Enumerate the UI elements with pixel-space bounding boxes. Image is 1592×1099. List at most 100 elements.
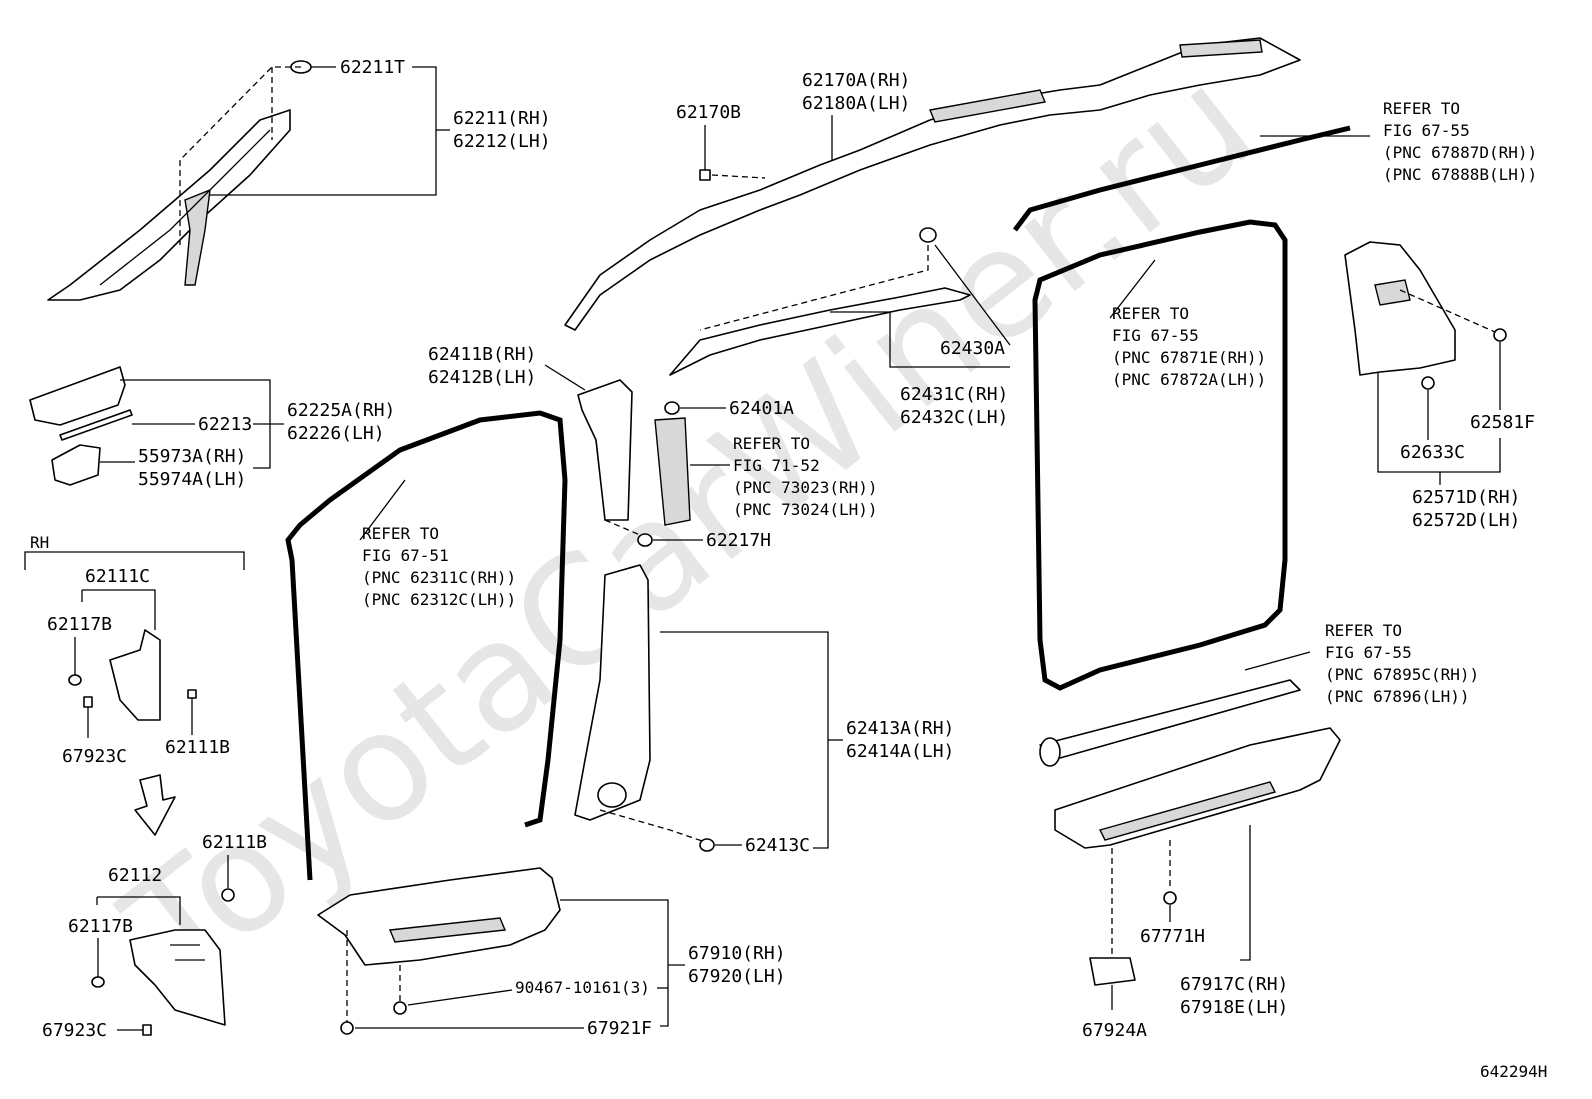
label-62213[interactable]: 62213 bbox=[198, 414, 252, 435]
svg-text:(PNC 73023(RH)): (PNC 73023(RH)) bbox=[733, 478, 878, 497]
label-62211t[interactable]: 62211T bbox=[340, 57, 405, 78]
label-62170a-rh[interactable]: 62170A(RH) bbox=[802, 70, 910, 91]
svg-text:FIG 67-51: FIG 67-51 bbox=[362, 546, 449, 565]
diagram-code: 642294H bbox=[1480, 1062, 1547, 1081]
label-62432c-lh[interactable]: 62432C(LH) bbox=[900, 407, 1008, 428]
svg-text:FIG 67-55: FIG 67-55 bbox=[1383, 121, 1470, 140]
rear-door-weatherstrip bbox=[1032, 219, 1288, 691]
label-67918e-lh[interactable]: 67918E(LH) bbox=[1180, 997, 1288, 1018]
clip-62413c-icon bbox=[699, 838, 715, 852]
label-67921f[interactable]: 67921F bbox=[587, 1018, 652, 1039]
label-67771h[interactable]: 67771H bbox=[1140, 926, 1205, 947]
clip-67921f-icon bbox=[340, 1021, 354, 1035]
center-pillar-upper-illustration bbox=[577, 379, 691, 526]
svg-text:REFER TO: REFER TO bbox=[1325, 621, 1402, 640]
svg-text:(PNC 73024(LH)): (PNC 73024(LH)) bbox=[733, 500, 878, 519]
svg-text:FIG 67-55: FIG 67-55 bbox=[1325, 643, 1412, 662]
label-62211-rh[interactable]: 62211(RH) bbox=[453, 108, 551, 129]
clip-62117b-lower-icon bbox=[91, 976, 105, 988]
a-pillar-garnish-illustration bbox=[47, 109, 291, 301]
ref-fig-71-52[interactable]: REFER TO FIG 71-52 (PNC 73023(RH)) (PNC … bbox=[733, 434, 878, 519]
rear-weatherstrip-lower-illustration bbox=[1039, 679, 1301, 767]
label-55974a-lh[interactable]: 55974A(LH) bbox=[138, 469, 246, 490]
label-55973a-rh[interactable]: 55973A(RH) bbox=[138, 446, 246, 467]
label-62117b-lower[interactable]: 62117B bbox=[68, 916, 133, 937]
ref-fig-67-55-bottom[interactable]: REFER TO FIG 67-55 (PNC 67895C(RH)) (PNC… bbox=[1325, 621, 1479, 706]
kick-panel-62111c-illustration bbox=[109, 629, 161, 721]
label-62412b-lh[interactable]: 62412B(LH) bbox=[428, 367, 536, 388]
clip-90467-icon bbox=[393, 1001, 407, 1015]
clip-67923c-lower-icon bbox=[142, 1024, 152, 1036]
label-62111b-upper[interactable]: 62111B bbox=[165, 737, 230, 758]
svg-text:REFER TO: REFER TO bbox=[733, 434, 810, 453]
kick-panel-62112-illustration bbox=[129, 929, 226, 1026]
label-62572d-lh[interactable]: 62572D(LH) bbox=[1412, 510, 1520, 531]
clip-62117b-upper-icon bbox=[68, 674, 82, 686]
label-62633c[interactable]: 62633C bbox=[1400, 442, 1465, 463]
roof-rail-airbag-illustration bbox=[564, 37, 1301, 331]
label-62411b-rh[interactable]: 62411B(RH) bbox=[428, 344, 536, 365]
bolt-62170b-icon bbox=[699, 169, 711, 181]
label-62430a[interactable]: 62430A bbox=[940, 338, 1005, 359]
watermark: ToyotaCarWiner.ru bbox=[94, 35, 1285, 1019]
label-67910-rh[interactable]: 67910(RH) bbox=[688, 943, 786, 964]
clip-62111b-lower-icon bbox=[221, 888, 235, 902]
front-door-weatherstrip bbox=[285, 410, 568, 881]
roof-side-inner-garnish-illustration bbox=[669, 287, 971, 376]
svg-text:(PNC 67871E(RH)): (PNC 67871E(RH)) bbox=[1112, 348, 1266, 367]
svg-text:(PNC 67888B(LH)): (PNC 67888B(LH)) bbox=[1383, 165, 1537, 184]
label-67917c-rh[interactable]: 67917C(RH) bbox=[1180, 974, 1288, 995]
label-62571d-rh[interactable]: 62571D(RH) bbox=[1412, 487, 1520, 508]
rear-scuff-plate-illustration bbox=[1054, 727, 1341, 849]
svg-text:REFER TO: REFER TO bbox=[362, 524, 439, 543]
front-scuff-plate-illustration bbox=[317, 867, 561, 966]
svg-text:(PNC 62311C(RH)): (PNC 62311C(RH)) bbox=[362, 568, 516, 587]
label-62180a-lh[interactable]: 62180A(LH) bbox=[802, 93, 910, 114]
bracket-67924a-icon bbox=[1089, 957, 1136, 986]
down-arrow-icon bbox=[134, 774, 176, 836]
ref-fig-67-55-top[interactable]: REFER TO FIG 67-55 (PNC 67887D(RH)) (PNC… bbox=[1383, 99, 1537, 184]
label-62413a-rh[interactable]: 62413A(RH) bbox=[846, 718, 954, 739]
center-pillar-lower-illustration bbox=[574, 564, 651, 821]
label-62414a-lh[interactable]: 62414A(LH) bbox=[846, 741, 954, 762]
label-62170b[interactable]: 62170B bbox=[676, 102, 741, 123]
label-62413c[interactable]: 62413C bbox=[745, 835, 810, 856]
label-62226-lh[interactable]: 62226(LH) bbox=[287, 423, 385, 444]
label-62401a[interactable]: 62401A bbox=[729, 398, 794, 419]
ref-fig-67-51[interactable]: REFER TO FIG 67-51 (PNC 62311C(RH)) (PNC… bbox=[362, 524, 516, 609]
clip-67771h-icon bbox=[1163, 891, 1177, 905]
svg-text:(PNC 67872A(LH)): (PNC 67872A(LH)) bbox=[1112, 370, 1266, 389]
svg-text:(PNC 67896(LH)): (PNC 67896(LH)) bbox=[1325, 687, 1470, 706]
svg-text:FIG 71-52: FIG 71-52 bbox=[733, 456, 820, 475]
label-67923c-upper[interactable]: 67923C bbox=[62, 746, 127, 767]
label-62112[interactable]: 62112 bbox=[108, 865, 162, 886]
label-62431c-rh[interactable]: 62431C(RH) bbox=[900, 384, 1008, 405]
label-62117b-upper[interactable]: 62117B bbox=[47, 614, 112, 635]
quarter-trim-illustration bbox=[1344, 241, 1456, 376]
clip-62581f-icon bbox=[1493, 328, 1507, 342]
ref-fig-67-55-middle[interactable]: REFER TO FIG 67-55 (PNC 67871E(RH)) (PNC… bbox=[1112, 304, 1266, 389]
svg-text:REFER TO: REFER TO bbox=[1112, 304, 1189, 323]
svg-text:(PNC 67895C(RH)): (PNC 67895C(RH)) bbox=[1325, 665, 1479, 684]
label-90467[interactable]: 90467-10161(3) bbox=[515, 978, 650, 997]
label-rh-section: RH bbox=[30, 533, 49, 552]
svg-text:(PNC 67887D(RH)): (PNC 67887D(RH)) bbox=[1383, 143, 1537, 162]
label-62225a-rh[interactable]: 62225A(RH) bbox=[287, 400, 395, 421]
clip-62633c-icon bbox=[1421, 376, 1435, 390]
label-62581f[interactable]: 62581F bbox=[1470, 412, 1535, 433]
label-67924a[interactable]: 67924A bbox=[1082, 1020, 1147, 1041]
clip-62430a-icon bbox=[919, 227, 937, 243]
label-67920-lh[interactable]: 67920(LH) bbox=[688, 966, 786, 987]
clip-62111b-upper-icon bbox=[187, 689, 197, 699]
label-62212-lh[interactable]: 62212(LH) bbox=[453, 131, 551, 152]
label-62111b-lower[interactable]: 62111B bbox=[202, 832, 267, 853]
clip-67923c-upper-icon bbox=[83, 696, 93, 708]
label-62111c[interactable]: 62111C bbox=[85, 566, 150, 587]
label-67923c-lower[interactable]: 67923C bbox=[42, 1020, 107, 1041]
clip-62217h-icon bbox=[637, 533, 653, 547]
svg-text:REFER TO: REFER TO bbox=[1383, 99, 1460, 118]
svg-text:(PNC 62312C(LH)): (PNC 62312C(LH)) bbox=[362, 590, 516, 609]
label-62217h[interactable]: 62217H bbox=[706, 530, 771, 551]
cowl-trim-illustration bbox=[29, 366, 133, 486]
